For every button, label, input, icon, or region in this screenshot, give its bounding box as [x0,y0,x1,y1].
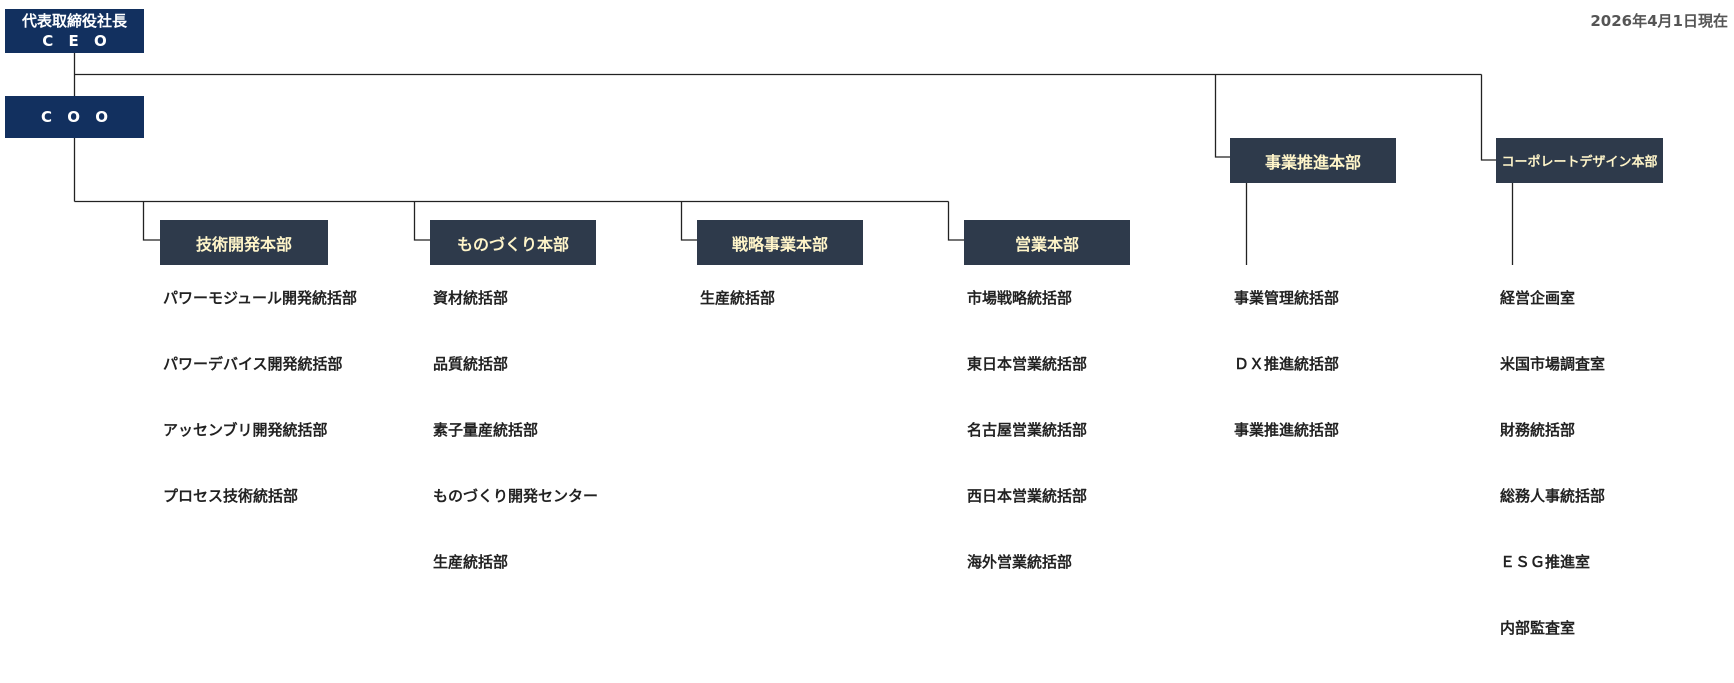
unit-item: 素子量産統括部 [433,421,539,439]
as-of-date: 2026年4月1日現在 [1590,12,1728,30]
unit-item: 経営企画室 [1500,289,1576,307]
unit-item: 事業推進統括部 [1234,421,1340,439]
unit-item: 名古屋営業統括部 [967,421,1088,439]
coo-to-monozukuri-line [413,201,430,241]
unit-item: 海外営業統括部 [967,553,1073,571]
unit-item: 総務人事統括部 [1500,487,1606,505]
units-corporate-design: 経営企画室 米国市場調査室 財務統括部 総務人事統括部 ＥＳＧ推進室 内部監査室 [1500,287,1605,683]
unit-item: 生産統括部 [433,553,509,571]
coo-box: C O O [5,96,144,138]
ceo-box: 代表取締役社長 C E O [5,9,144,53]
unit-item: 生産統括部 [700,289,776,307]
unit-item: ＥＳＧ推進室 [1500,553,1591,571]
ceo-abbr: C E O [42,32,112,50]
ceo-to-business-promotion-line [1214,74,1230,158]
coo-abbr: C O O [41,108,113,126]
hq-box-sales: 営業本部 [964,220,1130,265]
ceo-title: 代表取締役社長 [21,12,127,30]
coo-to-strategic-line [680,201,697,241]
unit-item: プロセス技術統括部 [163,487,299,505]
unit-item: パワーデバイス開発統括部 [163,355,343,373]
unit-item: 資材統括部 [433,289,509,307]
unit-item: 市場戦略統括部 [967,289,1073,307]
units-business-promotion: 事業管理統括部 ＤＸ推進統括部 事業推進統括部 [1234,287,1339,485]
ceo-to-corporate-design-line [1480,74,1496,161]
hq-box-strategic: 戦略事業本部 [697,220,863,265]
unit-item: 内部監査室 [1500,619,1576,637]
unit-item: 西日本営業統括部 [967,487,1088,505]
unit-item: ものづくり開発センター [433,487,599,505]
hq-box-corporate-design: コーポレートデザイン本部 [1496,138,1663,183]
units-strategic: 生産統括部 [700,287,775,353]
unit-item: アッセンブリ開発統括部 [163,421,328,439]
coo-to-sales-line [947,201,964,241]
unit-item: 東日本営業統括部 [967,355,1088,373]
hq-box-business-promotion: 事業推進本部 [1230,138,1396,183]
coo-to-tech-dev-line [142,201,160,241]
unit-item: パワーモジュール開発統括部 [163,289,357,307]
org-connector-lines [73,53,1514,265]
units-monozukuri: 資材統括部 品質統括部 素子量産統括部 ものづくり開発センター 生産統括部 [433,287,598,617]
unit-item: 事業管理統括部 [1234,289,1340,307]
unit-item: 財務統括部 [1500,421,1576,439]
units-tech-dev: パワーモジュール開発統括部 パワーデバイス開発統括部 アッセンブリ開発統括部 プ… [163,287,357,551]
unit-item: 品質統括部 [433,355,509,373]
hq-box-tech-dev: 技術開発本部 [160,220,328,265]
hq-box-monozukuri: ものづくり本部 [430,220,596,265]
units-sales: 市場戦略統括部 東日本営業統括部 名古屋営業統括部 西日本営業統括部 海外営業統… [967,287,1087,617]
unit-item: 米国市場調査室 [1500,355,1606,373]
unit-item: ＤＸ推進統括部 [1234,355,1340,373]
